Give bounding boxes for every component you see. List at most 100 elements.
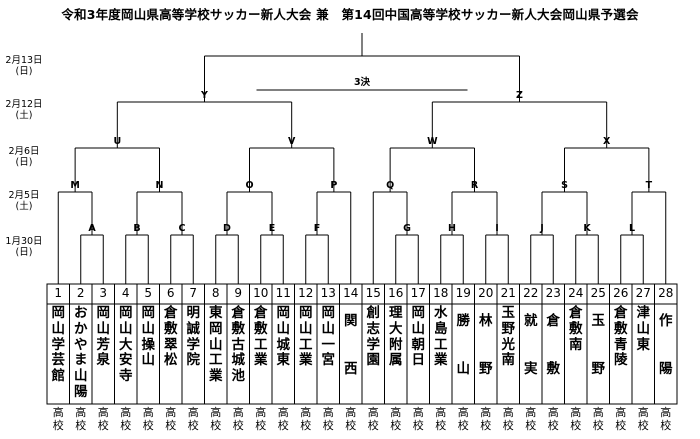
team-name: 岡山操山 <box>141 305 156 369</box>
team-number: 4 <box>121 286 130 300</box>
team-name: 岡山朝日 <box>411 305 426 369</box>
day-text: (土) <box>15 201 33 212</box>
date-text: 2月13日 <box>5 55 43 66</box>
school-suffix: 高校 <box>547 406 559 432</box>
match-H-label: H <box>448 223 456 234</box>
match-D-label: D <box>223 223 231 234</box>
team-name: 津山東 <box>636 305 651 353</box>
team-name: 玉野 <box>591 313 606 378</box>
match-r16-0-label: M <box>70 180 80 191</box>
match-r16-5-label: R <box>470 180 479 191</box>
team-number: 22 <box>523 286 539 300</box>
team-number: 15 <box>365 286 381 300</box>
school-suffix: 高校 <box>637 406 649 432</box>
match-qf-2-label: W <box>427 136 438 147</box>
team-name: 東岡山工業 <box>209 305 223 385</box>
school-suffix: 高校 <box>660 406 672 432</box>
school-suffix: 高校 <box>457 406 469 432</box>
match-A-label: A <box>88 223 96 234</box>
team-name: 作陽 <box>659 313 673 378</box>
team-number: 13 <box>320 286 336 300</box>
team-name: 明誠学院 <box>186 305 201 369</box>
school-suffix: 高校 <box>345 406 357 432</box>
team-number: 20 <box>478 286 494 300</box>
match-sf-1-label: Z <box>516 90 523 101</box>
team-name: 倉敷 <box>546 313 561 378</box>
school-suffix: 高校 <box>52 406 64 432</box>
day-text: (日) <box>15 247 33 258</box>
match-J-label: J <box>540 223 544 234</box>
school-suffix: 高校 <box>435 406 447 432</box>
team-number: 6 <box>166 286 175 300</box>
team-number: 21 <box>500 286 516 300</box>
school-suffix: 高校 <box>277 406 289 432</box>
team-name: 勝山 <box>456 313 471 378</box>
team-name: 倉敷翠松 <box>164 305 178 369</box>
match-r16-3-label: P <box>330 180 338 191</box>
match-G-label: G <box>403 223 411 234</box>
team-name: 理大附属 <box>389 305 403 369</box>
school-suffix: 高校 <box>232 406 244 432</box>
school-suffix: 高校 <box>480 406 492 432</box>
team-name: 玉野光南 <box>501 305 516 369</box>
team-number: 2 <box>76 286 85 300</box>
match-qf-3-label: X <box>603 136 611 147</box>
school-suffix: 高校 <box>502 406 514 432</box>
match-B-label: B <box>133 223 141 234</box>
school-suffix: 高校 <box>187 406 199 432</box>
team-number: 9 <box>234 286 243 300</box>
team-number: 5 <box>144 286 153 300</box>
team-name: 岡山大安寺 <box>119 305 133 385</box>
school-suffix: 高校 <box>120 406 132 432</box>
school-suffix: 高校 <box>97 406 109 432</box>
match-L-label: L <box>628 223 636 234</box>
team-number: 12 <box>298 286 314 300</box>
school-suffix: 高校 <box>367 406 379 432</box>
match-E-label: E <box>268 223 276 234</box>
date-text: 2月12日 <box>5 99 43 110</box>
team-number: 16 <box>388 286 404 300</box>
school-suffix: 高校 <box>210 406 222 432</box>
day-text: (日) <box>15 66 33 77</box>
match-r16-7-label: T <box>645 180 653 191</box>
team-number: 28 <box>658 286 674 300</box>
school-suffix: 高校 <box>142 406 154 432</box>
team-name: 岡山工業 <box>299 305 313 369</box>
team-number: 17 <box>410 286 426 300</box>
match-qf-1-label: V <box>288 136 296 147</box>
third-place-label: 3決 <box>353 77 371 88</box>
school-suffix: 高校 <box>255 406 267 432</box>
team-number: 11 <box>275 286 291 300</box>
team-name: 岡山城東 <box>276 305 291 369</box>
team-number: 19 <box>455 286 471 300</box>
team-name: 倉敷南 <box>569 305 583 353</box>
date-text: 1月30日 <box>5 236 43 247</box>
school-suffix: 高校 <box>322 406 334 432</box>
team-name: 倉敷古城池 <box>231 305 246 385</box>
match-I-label: I <box>495 223 499 234</box>
team-number: 1 <box>54 286 63 300</box>
match-r16-6-label: S <box>561 180 568 191</box>
date-round16: 2月5日 (土) <box>0 190 48 212</box>
school-suffix: 高校 <box>75 406 87 432</box>
team-number: 25 <box>590 286 606 300</box>
school-suffix: 高校 <box>412 406 424 432</box>
team-name: 倉敷青陵 <box>614 305 628 369</box>
page-title: 令和3年度岡山県高等学校サッカー新人大会 兼 第14回中国高等学校サッカー新人大… <box>61 7 639 22</box>
match-r16-2-label: O <box>245 180 254 191</box>
team-name: 関西 <box>344 313 358 378</box>
team-name: 創志学園 <box>366 305 381 369</box>
team-name: 岡山一宮 <box>321 305 336 369</box>
team-number: 3 <box>99 286 108 300</box>
team-number: 24 <box>568 286 584 300</box>
date-quarterfinal: 2月6日 (日) <box>0 146 48 168</box>
team-number: 26 <box>613 286 629 300</box>
school-suffix: 高校 <box>615 406 627 432</box>
school-suffix: 高校 <box>525 406 537 432</box>
team-number: 14 <box>343 286 359 300</box>
day-text: (土) <box>15 110 33 121</box>
team-number: 10 <box>253 286 269 300</box>
match-qf-0-label: U <box>113 136 122 147</box>
date-text: 2月6日 <box>8 146 40 157</box>
